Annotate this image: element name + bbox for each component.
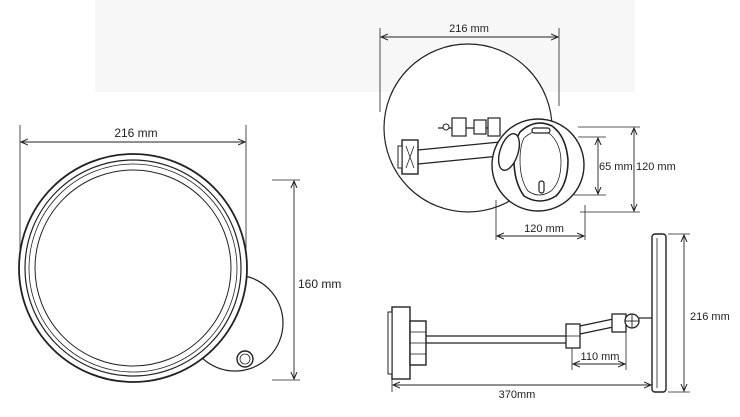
- detail-width-label: 216 mm: [449, 23, 489, 35]
- bracket-bottom-slot: [538, 180, 545, 194]
- side-height-label: 216 mm: [690, 311, 730, 323]
- detail-hinge-joint: [451, 117, 467, 137]
- touch-button-inner: [239, 353, 251, 365]
- front-width-label: 216 mm: [114, 126, 157, 140]
- side-wall-plate: [391, 306, 411, 380]
- bracket-outer-label: 120 mm: [636, 161, 676, 173]
- detail-arm-rod-top: [417, 141, 501, 151]
- mirror-rim-3: [28, 163, 238, 373]
- front-view: 216 mm 160 mm: [18, 125, 341, 383]
- detail-background-panel: [95, 0, 635, 92]
- side-mirror-edge: [651, 233, 667, 393]
- touch-button: [236, 350, 254, 368]
- total-reach-label: 370mm: [499, 389, 536, 401]
- detail-view: 216 mm 65 mm 120 mm: [379, 23, 676, 240]
- bracket-width-label: 120 mm: [524, 223, 564, 235]
- detail-arm-rod-bottom: [417, 155, 501, 165]
- side-view: 216 mm 110 mm 370mm: [387, 233, 730, 401]
- mirror-glass: [34, 169, 232, 367]
- front-height-label: 160 mm: [298, 277, 341, 291]
- mirror-outer-rim: [18, 153, 248, 383]
- bracket-oval-slot: [497, 133, 521, 171]
- bracket-inner-label: 65 mm: [599, 161, 633, 173]
- arm-segment-label: 110 mm: [581, 351, 620, 363]
- mirror-rim-2: [24, 159, 242, 377]
- bracket-top-slot: [531, 127, 551, 134]
